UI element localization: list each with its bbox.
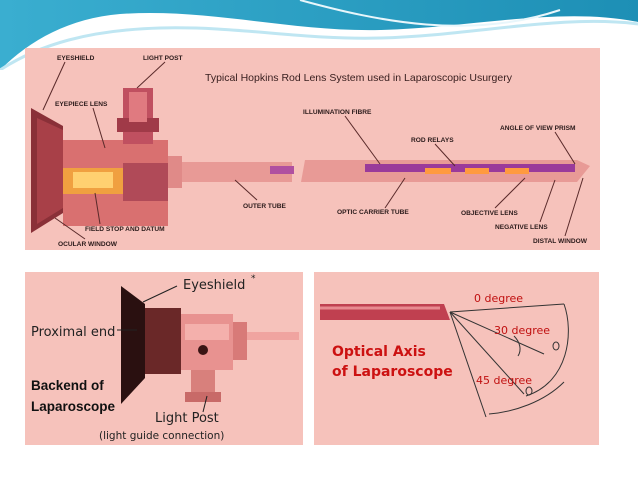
label-light-guide: (light guide connection) [99, 430, 224, 442]
label-angle-of-view-prism: ANGLE OF VIEW PRISM [500, 125, 576, 132]
label-rod-relays: ROD RELAYS [411, 137, 454, 144]
scope-tip [320, 304, 450, 320]
label-backend-line2: Laparoscope [31, 399, 116, 414]
optical-axis-panel: 0 degree 30 degree 45 degree Optical Axi… [314, 272, 599, 445]
axis-45-degree [449, 311, 525, 395]
label-eyeshield-hand: Eyeshield [183, 278, 245, 293]
diagram-title: Typical Hopkins Rod Lens System used in … [205, 72, 513, 84]
label-0-degree: 0 degree [474, 292, 523, 305]
scope-shaft [247, 332, 299, 340]
hopkins-rod-lens-diagram: Typical Hopkins Rod Lens System used in … [25, 48, 600, 250]
label-optical-axis-line2: of Laparoscope [332, 364, 453, 380]
label-30-degree: 30 degree [494, 324, 550, 337]
outer-tube-shape [182, 162, 292, 182]
label-optical-axis-line1: Optical Axis [332, 344, 426, 360]
label-proximal-end: Proximal end [31, 325, 115, 340]
eyeshield-cup [121, 286, 145, 404]
axis-0-degree [449, 303, 565, 313]
label-illumination-fibre: ILLUMINATION FIBRE [303, 109, 372, 116]
label-ocular-window: OCULAR WINDOW [58, 241, 118, 248]
header-wave-decoration [0, 0, 638, 70]
label-eyepiece-lens: EYEPIECE LENS [55, 101, 108, 108]
label-asterisk: * [251, 274, 256, 284]
laparoscope-backend-panel: Eyeshield * Proximal end Backend of Lapa… [25, 272, 303, 445]
label-light-post-hand: Light Post [155, 411, 219, 426]
light-post-connector [191, 370, 215, 394]
label-eyeshield: EYESHIELD [57, 55, 95, 62]
label-light-post: LIGHT POST [143, 55, 183, 62]
scope-body [181, 314, 233, 370]
label-optic-carrier-tube: OPTIC CARRIER TUBE [337, 209, 409, 216]
label-backend-line1: Backend of [31, 378, 104, 393]
label-objective-lens: OBJECTIVE LENS [461, 210, 518, 217]
label-negative-lens: NEGATIVE LENS [495, 224, 548, 231]
label-field-stop: FIELD STOP AND DATUM [85, 226, 165, 233]
label-45-degree: 45 degree [476, 374, 532, 387]
label-distal-window: DISTAL WINDOW [533, 238, 588, 245]
axis-30-degree [449, 311, 545, 355]
label-outer-tube: OUTER TUBE [243, 203, 286, 210]
